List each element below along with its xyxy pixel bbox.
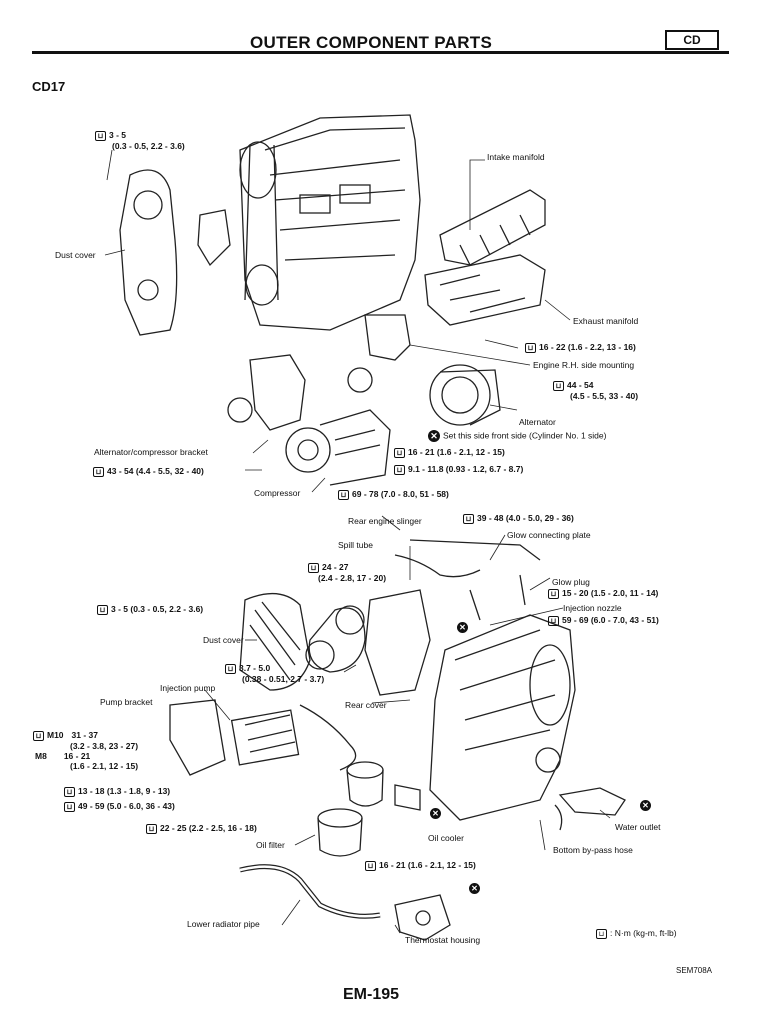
label-exhaust-manifold: Exhaust manifold xyxy=(573,316,639,326)
torque-spec: ⊔3 - 5 (0.3 - 0.5, 2.2 - 3.6) xyxy=(97,604,203,615)
page-number: EM-195 xyxy=(343,986,400,1003)
torque-spec: ⊔22 - 25 (2.2 - 2.5, 16 - 18) xyxy=(146,823,257,834)
torque-wrench-icon: ⊔ xyxy=(225,663,236,674)
torque-spec: ⊔9.1 - 11.8 (0.93 - 1.2, 6.7 - 8.7) xyxy=(394,464,523,475)
replace-icon: ✕ xyxy=(428,430,440,442)
torque-spec: ⊔44 - 54 (4.5 - 5.5, 33 - 40) xyxy=(553,380,638,401)
torque-wrench-icon: ⊔ xyxy=(394,447,405,458)
torque-units-legend: ⊔: N·m (kg-m, ft-lb) xyxy=(596,928,677,939)
lower-dust-cover xyxy=(239,593,311,691)
torque-spec: ⊔15 - 20 (1.5 - 2.0, 11 - 14) xyxy=(548,588,658,599)
label-alt-comp-bracket: Alternator/compressor bracket xyxy=(94,447,208,457)
page-title: OUTER COMPONENT PARTS xyxy=(250,33,493,52)
replace-part-icon: ✕ xyxy=(640,800,651,811)
label-set-side-note: ✕Set this side front side (Cylinder No. … xyxy=(428,430,606,442)
label-rear-cover: Rear cover xyxy=(345,700,387,710)
label-dust-cover-upper: Dust cover xyxy=(55,250,96,260)
torque-spec: ⊔13 - 18 (1.3 - 1.8, 9 - 13) xyxy=(64,786,170,797)
torque-wrench-icon: ⊔ xyxy=(146,823,157,834)
torque-wrench-icon: ⊔ xyxy=(365,860,376,871)
label-bottom-bypass-hose: Bottom by-pass hose xyxy=(553,845,633,855)
label-intake-manifold: Intake manifold xyxy=(487,152,545,162)
torque-spec: ⊔24 - 27 (2.4 - 2.8, 17 - 20) xyxy=(308,562,386,583)
label-rear-engine-slinger: Rear engine slinger xyxy=(348,516,422,526)
upper-engine-block xyxy=(239,114,421,331)
torque-wrench-icon: ⊔ xyxy=(596,928,607,939)
torque-wrench-icon: ⊔ xyxy=(95,130,106,141)
torque-wrench-icon: ⊔ xyxy=(338,489,349,500)
torque-wrench-icon: ⊔ xyxy=(553,380,564,391)
alternator-drawing xyxy=(347,364,501,426)
label-lower-radiator-pipe: Lower radiator pipe xyxy=(187,919,260,929)
label-dust-cover-lower: Dust cover xyxy=(203,635,244,645)
intake-manifold xyxy=(439,189,546,266)
upper-dust-cover xyxy=(119,169,178,336)
replace-part-icon: ✕ xyxy=(457,622,468,633)
torque-spec: ⊔16 - 21 (1.6 - 2.1, 12 - 15) xyxy=(365,860,476,871)
torque-wrench-icon: ⊔ xyxy=(64,786,75,797)
torque-spec: ⊔43 - 54 (4.4 - 5.5, 32 - 40) xyxy=(93,466,204,477)
torque-wrench-icon: ⊔ xyxy=(548,615,559,626)
label-compressor: Compressor xyxy=(254,488,301,498)
torque-wrench-icon: ⊔ xyxy=(463,513,474,524)
label-pump-bracket: Pump bracket xyxy=(100,697,153,707)
label-spill-tube: Spill tube xyxy=(338,540,373,550)
torque-spec: ⊔16 - 22 (1.6 - 2.2, 13 - 16) xyxy=(525,342,636,353)
torque-wrench-icon: ⊔ xyxy=(308,562,319,573)
compressor-drawing xyxy=(285,409,391,486)
oil-cooler-filter xyxy=(317,761,421,857)
torque-spec: ⊔39 - 48 (4.0 - 5.0, 29 - 36) xyxy=(463,513,574,524)
label-thermostat-housing: Thermostat housing xyxy=(405,935,481,945)
torque-spec: ⊔49 - 59 (5.0 - 6.0, 36 - 43) xyxy=(64,801,175,812)
torque-wrench-icon: ⊔ xyxy=(64,801,75,812)
engine-model-heading: CD17 xyxy=(32,79,66,94)
torque-spec: ⊔59 - 69 (6.0 - 7.0, 43 - 51) xyxy=(548,615,659,626)
torque-spec: ⊔3 - 5 (0.3 - 0.5, 2.2 - 3.6) xyxy=(95,130,185,151)
torque-wrench-icon: ⊔ xyxy=(525,342,536,353)
label-alternator: Alternator xyxy=(519,417,556,427)
torque-spec: ⊔16 - 21 (1.6 - 2.1, 12 - 15) xyxy=(394,447,505,458)
label-engine-rh-mounting: Engine R.H. side mounting xyxy=(533,360,635,370)
exhaust-manifold xyxy=(424,254,546,326)
label-glow-plug: Glow plug xyxy=(552,577,590,587)
header-rule xyxy=(32,51,729,54)
torque-wrench-icon: ⊔ xyxy=(93,466,104,477)
label-oil-filter: Oil filter xyxy=(256,840,285,850)
torque-wrench-icon: ⊔ xyxy=(548,588,559,599)
label-water-outlet: Water outlet xyxy=(615,822,661,832)
label-injection-pump: Injection pump xyxy=(160,683,216,693)
lower-engine-block xyxy=(429,614,576,821)
replace-part-icon: ✕ xyxy=(469,883,480,894)
label-oil-cooler: Oil cooler xyxy=(428,833,464,843)
torque-spec: ⊔69 - 78 (7.0 - 8.0, 51 - 58) xyxy=(338,489,449,500)
injection-pump-drawing xyxy=(169,699,357,776)
label-injection-nozzle: Injection nozzle xyxy=(563,603,622,613)
figure-code: SEM708A xyxy=(676,966,713,975)
torque-wrench-icon: ⊔ xyxy=(97,604,108,615)
torque-wrench-icon: ⊔ xyxy=(394,464,405,475)
replace-part-icon: ✕ xyxy=(430,808,441,819)
torque-spec: ⊔3.7 - 5.0 (0.38 - 0.51, 2.7 - 3.7) xyxy=(225,663,324,684)
torque-wrench-icon: ⊔ xyxy=(33,730,44,741)
section-code-badge: CD xyxy=(665,30,719,50)
label-glow-connecting-plate: Glow connecting plate xyxy=(507,530,591,540)
